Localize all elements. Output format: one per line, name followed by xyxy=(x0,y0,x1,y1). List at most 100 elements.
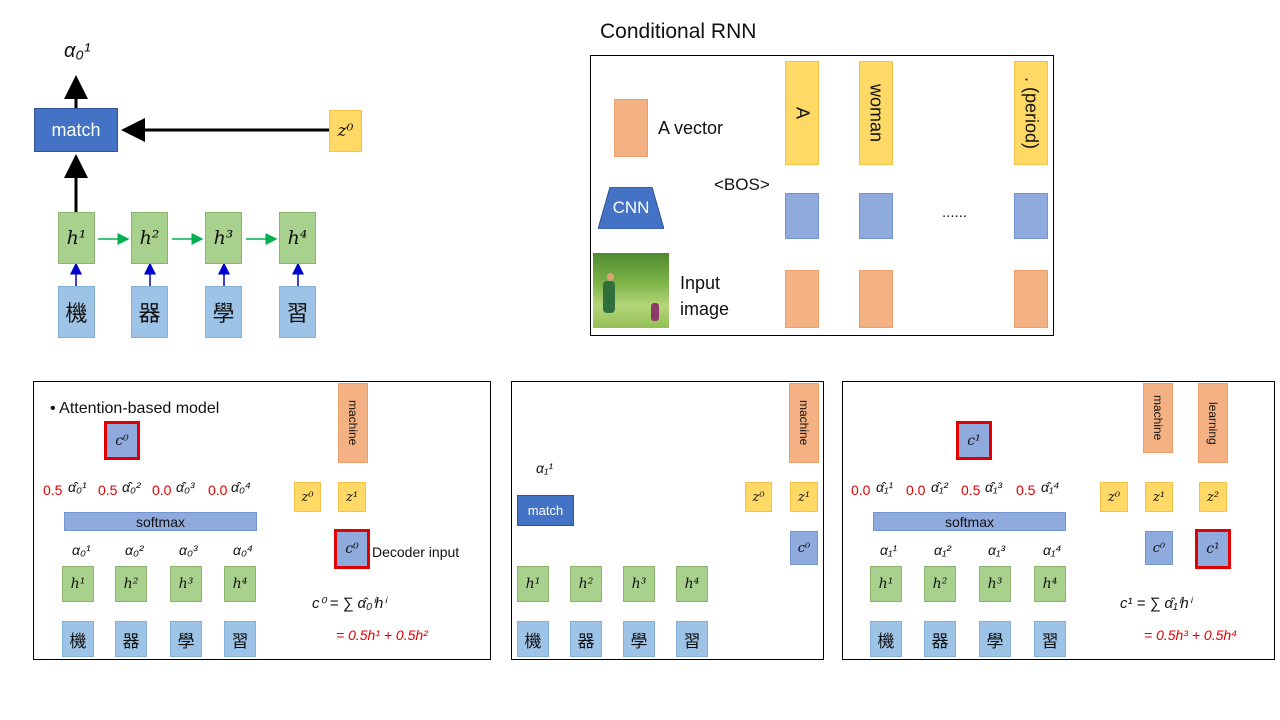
p3-weight-1: 0.0 xyxy=(851,482,871,498)
p2-z1: z¹ xyxy=(790,482,818,512)
p2-h2: h² xyxy=(570,566,602,602)
p2-c0: c⁰ xyxy=(790,531,818,565)
weight-4: 0.0 xyxy=(208,482,228,498)
rnn-ellipsis: ...... xyxy=(942,204,968,221)
alpha-1: α₀¹ xyxy=(72,542,91,558)
alpha-hat-2: α̂₀² xyxy=(122,479,141,495)
cnn-label: CNN xyxy=(612,198,650,217)
p1-formula: c⁰ = ∑ α̂₀ⁱhⁱ xyxy=(312,595,387,612)
p3-alpha-hat-3: α̂₁³ xyxy=(985,479,1003,495)
input-char-4: 習 xyxy=(279,286,316,338)
rnn-input-2 xyxy=(859,270,893,328)
context-c1-box: c¹ xyxy=(956,421,992,460)
p3-alpha-4: α₁⁴ xyxy=(1043,542,1062,558)
p1-formula-result: = 0.5h¹ + 0.5h² xyxy=(336,627,428,643)
input-label-1: Input xyxy=(680,273,721,293)
p3-weight-3: 0.5 xyxy=(961,482,981,498)
top-left-arrows xyxy=(64,75,329,286)
p3-char-4: 習 xyxy=(1034,621,1066,657)
encoder-h3: h³ xyxy=(205,212,242,264)
output-word-period: . (period) xyxy=(1014,61,1048,165)
bos-label: <BOS> xyxy=(714,175,770,194)
p1-char-2: 器 xyxy=(115,621,147,657)
p3-weight-4: 0.5 xyxy=(1016,482,1036,498)
input-char-1: 機 xyxy=(58,286,95,338)
p3-z2: z² xyxy=(1199,482,1227,512)
alpha-output-label: α₀¹ xyxy=(64,40,91,62)
cnn-block: CNN xyxy=(598,187,664,229)
p1-char-3: 學 xyxy=(170,621,202,657)
p2-h4: h⁴ xyxy=(676,566,708,602)
alpha-4: α₀⁴ xyxy=(233,542,253,558)
rnn-input-1 xyxy=(785,270,819,328)
p3-alpha-1: α₁¹ xyxy=(880,542,898,558)
input-char-3: 學 xyxy=(205,286,242,338)
weight-2: 0.5 xyxy=(98,482,118,498)
p3-h2: h² xyxy=(924,566,956,602)
p3-formula: c¹ = ∑ α̂₁ⁱhⁱ xyxy=(1120,595,1192,612)
person-figure xyxy=(603,281,615,313)
p2-char-4: 習 xyxy=(676,621,708,657)
alpha-hat-3: α̂₀³ xyxy=(176,479,195,495)
context-c0-box: c⁰ xyxy=(104,421,140,460)
rnn-hidden-1 xyxy=(785,193,819,239)
p2-alpha-label: α₁¹ xyxy=(536,460,554,476)
p3-softmax-bar: softmax xyxy=(873,512,1066,531)
vector-box xyxy=(614,99,648,157)
input-char-2: 器 xyxy=(131,286,168,338)
p3-char-1: 機 xyxy=(870,621,902,657)
p1-char-4: 習 xyxy=(224,621,256,657)
weight-3: 0.0 xyxy=(152,482,172,498)
p2-char-1: 機 xyxy=(517,621,549,657)
cnn-trapezoid-shape xyxy=(598,187,664,229)
p3-h1: h¹ xyxy=(870,566,902,602)
p1-output-machine: machine xyxy=(338,383,368,463)
p1-z1: z¹ xyxy=(338,482,366,512)
p3-alpha-hat-1: α̂₁¹ xyxy=(876,479,894,495)
rnn-hidden-2 xyxy=(859,193,893,239)
p2-h3: h³ xyxy=(623,566,655,602)
child-figure xyxy=(651,303,659,321)
decoder-input-label: Decoder input xyxy=(372,544,460,560)
p2-output-machine: machine xyxy=(789,383,819,463)
p2-char-3: 學 xyxy=(623,621,655,657)
alpha-hat-4: α̂₀⁴ xyxy=(231,479,251,495)
p3-z0: z⁰ xyxy=(1100,482,1128,512)
weight-1: 0.5 xyxy=(43,482,63,498)
alpha-2: α₀² xyxy=(125,542,144,558)
rnn-hidden-3 xyxy=(1014,193,1048,239)
p3-output-machine: machine xyxy=(1143,383,1173,453)
p2-char-2: 器 xyxy=(570,621,602,657)
p3-c1: c¹ xyxy=(1195,529,1231,569)
output-word-woman: woman xyxy=(859,61,893,165)
input-image xyxy=(593,253,669,328)
p2-z0: z⁰ xyxy=(745,482,772,512)
p1-h2: h² xyxy=(115,566,147,602)
p3-char-2: 器 xyxy=(924,621,956,657)
p3-h3: h³ xyxy=(979,566,1011,602)
p3-char-3: 學 xyxy=(979,621,1011,657)
input-label-2: image xyxy=(680,299,730,319)
p1-h1: h¹ xyxy=(62,566,94,602)
p3-output-learning: learning xyxy=(1198,383,1228,463)
encoder-h4: h⁴ xyxy=(279,212,316,264)
encoder-h1: h¹ xyxy=(58,212,95,264)
p3-c0: c⁰ xyxy=(1145,531,1173,565)
p3-alpha-2: α₁² xyxy=(934,542,952,558)
match-box: match xyxy=(34,108,118,152)
p1-h3: h³ xyxy=(170,566,202,602)
alpha-3: α₀³ xyxy=(179,542,198,558)
p3-z1: z¹ xyxy=(1145,482,1173,512)
vector-label: A vector xyxy=(658,118,724,138)
p1-z0: z⁰ xyxy=(294,482,321,512)
output-word-a: A xyxy=(785,61,819,165)
p1-h4: h⁴ xyxy=(224,566,256,602)
p1-decoder-c0: c⁰ xyxy=(334,529,370,569)
person-head xyxy=(607,273,614,281)
conditional-rnn-title: Conditional RNN xyxy=(600,20,757,43)
z0-box: z⁰ xyxy=(329,110,362,152)
p3-alpha-hat-2: α̂₁² xyxy=(931,479,949,495)
p3-alpha-3: α₁³ xyxy=(988,542,1006,558)
softmax-bar: softmax xyxy=(64,512,257,531)
p3-h4: h⁴ xyxy=(1034,566,1066,602)
